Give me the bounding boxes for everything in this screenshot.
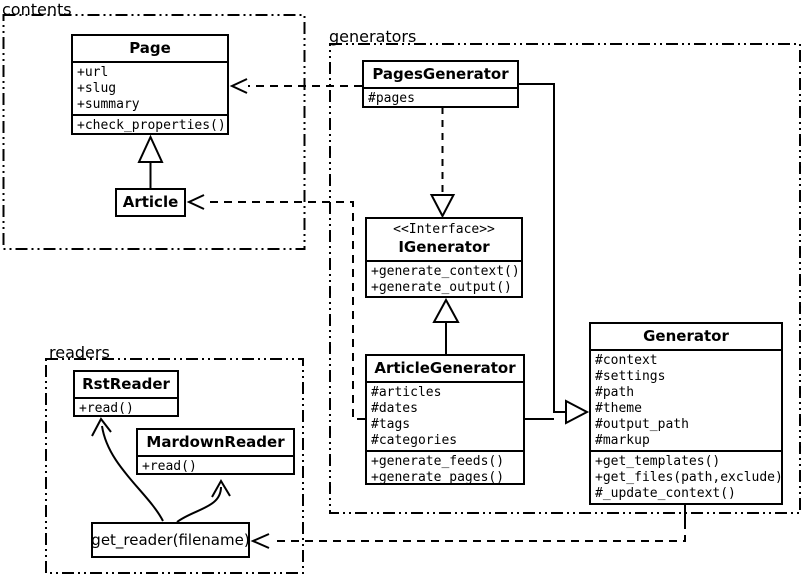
method: +check_properties() xyxy=(77,118,226,133)
class-methods-page: +check_properties() xyxy=(73,114,227,133)
class-title-block-igenerator: <<Interface>> IGenerator xyxy=(367,219,521,262)
attribute: +url xyxy=(77,65,109,80)
class-title-igenerator: IGenerator xyxy=(398,238,490,256)
class-methods-rst-reader: +read() xyxy=(75,399,177,416)
class-title-article-generator: ArticleGenerator xyxy=(367,356,523,383)
attribute: #output_path xyxy=(595,417,689,432)
attribute: #dates xyxy=(371,401,418,416)
package-border-generators xyxy=(329,43,801,514)
class-attributes-generator: #context #settings #path #theme #output_… xyxy=(591,351,781,450)
method: +generate_output() xyxy=(371,280,512,295)
class-title-generator: Generator xyxy=(591,324,781,351)
class-stereotype-igenerator: <<Interface>> xyxy=(393,222,495,237)
attribute: #pages xyxy=(368,91,415,106)
method: +read() xyxy=(142,459,197,474)
method: +generate_pages() xyxy=(371,470,505,485)
dependency-arrow-articlegenerator-to-article xyxy=(186,194,365,420)
method: +generate_feeds() xyxy=(371,454,505,469)
attribute: #path xyxy=(595,385,635,400)
class-title-article: Article xyxy=(122,193,179,211)
attribute: +summary xyxy=(77,97,140,112)
class-page: Page +url +slug +summary +check_properti… xyxy=(71,34,229,135)
attribute: #categories xyxy=(371,433,458,448)
class-methods-igenerator: +generate_context() +generate_output() xyxy=(367,262,521,296)
dependency-arrow-pagesgenerator-to-page xyxy=(229,78,362,94)
class-methods-article-generator: +generate_feeds() +generate_pages() xyxy=(367,450,523,485)
class-title-pages-generator: PagesGenerator xyxy=(364,62,517,89)
package-label-readers: readers xyxy=(49,343,110,362)
attribute: #context xyxy=(595,353,658,368)
package-label-contents: contents xyxy=(2,0,72,19)
method: +generate_context() xyxy=(371,264,520,279)
class-title-page: Page xyxy=(73,36,227,63)
generalization-arrow-articlegenerator-to-igenerator xyxy=(432,297,460,354)
method: #_update_context() xyxy=(595,486,736,501)
attribute: #theme xyxy=(595,401,642,416)
arrow-getreader-to-rstreader xyxy=(91,417,164,522)
arrow-getreader-to-mardownreader xyxy=(176,479,231,523)
class-attributes-page: +url +slug +summary xyxy=(73,63,227,114)
class-igenerator: <<Interface>> IGenerator +generate_conte… xyxy=(365,217,523,298)
attribute: #markup xyxy=(595,433,650,448)
attribute: #tags xyxy=(371,417,411,432)
attribute: #settings xyxy=(595,369,666,384)
class-attributes-article-generator: #articles #dates #tags #categories xyxy=(367,383,523,450)
class-title-rst-reader: RstReader xyxy=(75,372,177,399)
class-pages-generator: PagesGenerator #pages xyxy=(362,60,519,108)
method: +get_files(path,exclude) xyxy=(595,470,783,485)
class-attributes-pages-generator: #pages xyxy=(364,89,517,106)
package-border-contents xyxy=(2,14,306,250)
generalization-arrow-generators-to-generator xyxy=(519,83,590,425)
class-methods-mardown-reader: +read() xyxy=(138,457,293,474)
class-title-mardown-reader: MardownReader xyxy=(138,430,293,457)
package-label-generators: generators xyxy=(329,27,417,46)
method: +get_templates() xyxy=(595,454,721,469)
method: +read() xyxy=(79,401,134,416)
function-get-reader-label: get_reader(filename) xyxy=(91,531,250,549)
generalization-arrow-article-to-page xyxy=(137,134,164,188)
class-methods-generator: +get_templates() +get_files(path,exclude… xyxy=(591,450,781,503)
class-article-generator: ArticleGenerator #articles #dates #tags … xyxy=(365,354,525,485)
realization-arrow-pagesgenerator-to-igenerator xyxy=(429,107,456,219)
class-article: Article xyxy=(115,188,186,217)
class-generator: Generator #context #settings #path #them… xyxy=(589,322,783,505)
class-mardown-reader: MardownReader +read() xyxy=(136,428,295,475)
attribute: #articles xyxy=(371,385,442,400)
class-rst-reader: RstReader +read() xyxy=(73,370,179,417)
attribute: +slug xyxy=(77,81,117,96)
package-border-readers xyxy=(45,358,304,574)
function-get-reader: get_reader(filename) xyxy=(91,522,250,558)
dependency-arrow-generator-to-getreader xyxy=(250,505,686,549)
